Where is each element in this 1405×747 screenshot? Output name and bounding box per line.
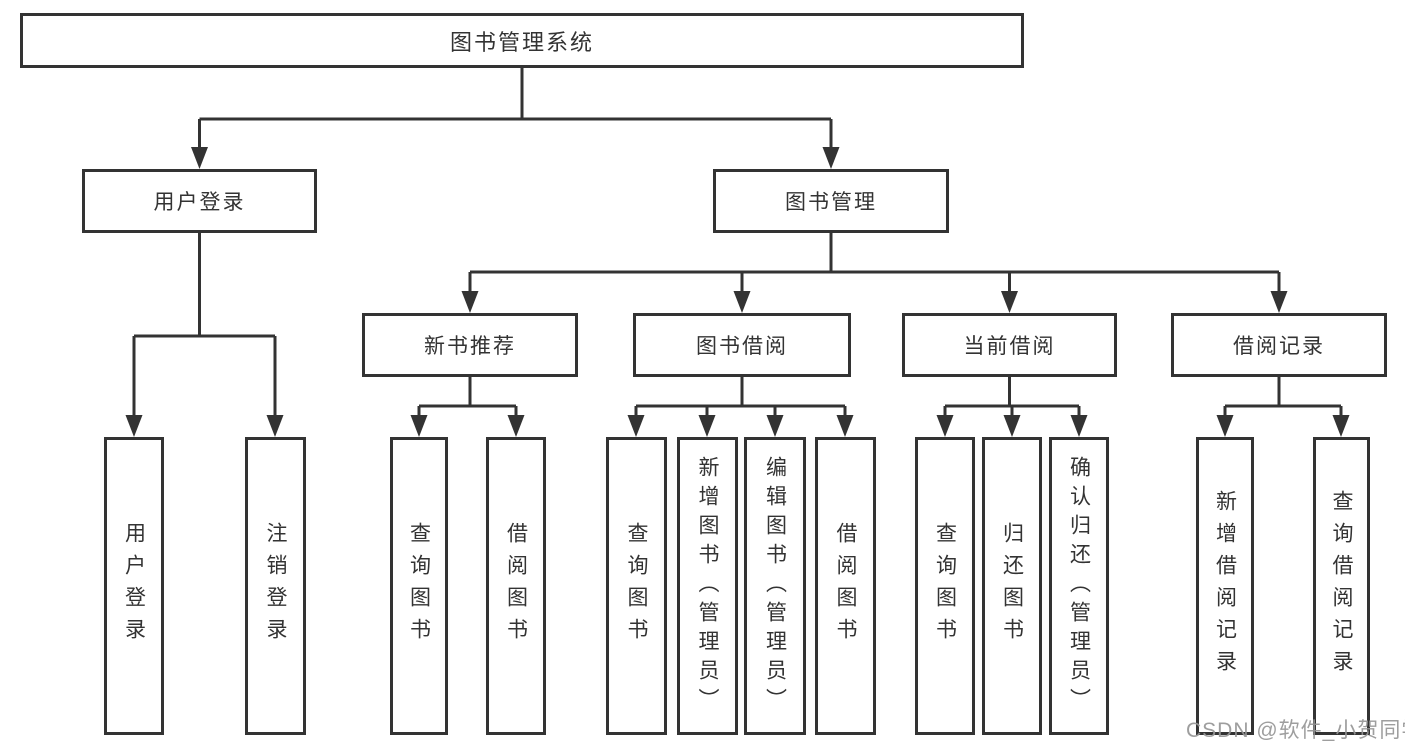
node-label: 查询图书 bbox=[933, 522, 957, 650]
node-label: 查询图书 bbox=[625, 522, 648, 650]
node-label: 注销登录 bbox=[264, 522, 287, 650]
leaf-edit-books-admin: 编辑图书（管理员） bbox=[744, 437, 806, 735]
node-label: 确认归还（管理员） bbox=[1067, 455, 1091, 717]
node-label: 借阅记录 bbox=[1233, 335, 1325, 358]
leaf-query-borrow-record: 查询借阅记录 bbox=[1313, 437, 1370, 735]
node-label: 当前借阅 bbox=[963, 335, 1056, 358]
leaf-query-books-recommend: 查询图书 bbox=[390, 437, 448, 735]
arrowhead-icons bbox=[125, 147, 1350, 437]
leaf-query-books-borrow: 查询图书 bbox=[606, 437, 667, 735]
node-label: 图书管理系统 bbox=[449, 29, 594, 55]
leaf-query-books-current: 查询图书 bbox=[915, 437, 975, 735]
node-label: 图书借阅 bbox=[696, 335, 788, 358]
node-new-book-recommendation: 新书推荐 bbox=[362, 313, 578, 377]
node-label: 新增图书（管理员） bbox=[696, 455, 719, 717]
node-book-management: 图书管理 bbox=[713, 169, 949, 233]
node-book-borrowing: 图书借阅 bbox=[633, 313, 851, 377]
node-borrowing-records: 借阅记录 bbox=[1171, 313, 1387, 377]
leaf-borrow-books: 借阅图书 bbox=[815, 437, 876, 735]
node-label: 编辑图书（管理员） bbox=[763, 455, 787, 717]
node-library-management-system: 图书管理系统 bbox=[20, 13, 1024, 68]
node-label: 图书管理 bbox=[785, 191, 877, 214]
leaf-add-books-admin: 新增图书（管理员） bbox=[677, 437, 738, 735]
leaf-confirm-return-admin: 确认归还（管理员） bbox=[1049, 437, 1109, 735]
node-current-borrowing: 当前借阅 bbox=[902, 313, 1117, 377]
node-label: 新书推荐 bbox=[424, 335, 516, 358]
leaf-logout: 注销登录 bbox=[245, 437, 306, 735]
leaf-add-borrow-record: 新增借阅记录 bbox=[1196, 437, 1254, 735]
node-user-login: 用户登录 bbox=[82, 169, 317, 233]
node-label: 新增借阅记录 bbox=[1213, 490, 1237, 682]
watermark: CSDN @软件_小贺同学 bbox=[1186, 719, 1405, 742]
node-label: 用户登录 bbox=[122, 522, 146, 650]
leaf-borrow-books-recommend: 借阅图书 bbox=[486, 437, 546, 735]
leaf-user-login: 用户登录 bbox=[104, 437, 164, 735]
node-label: 用户登录 bbox=[153, 191, 246, 214]
leaf-return-books: 归还图书 bbox=[982, 437, 1042, 735]
node-label: 借阅图书 bbox=[834, 522, 857, 650]
node-label: 归还图书 bbox=[1000, 522, 1024, 650]
node-label: 借阅图书 bbox=[504, 522, 528, 650]
node-label: 查询借阅记录 bbox=[1330, 490, 1353, 682]
node-label: 查询图书 bbox=[407, 522, 431, 650]
